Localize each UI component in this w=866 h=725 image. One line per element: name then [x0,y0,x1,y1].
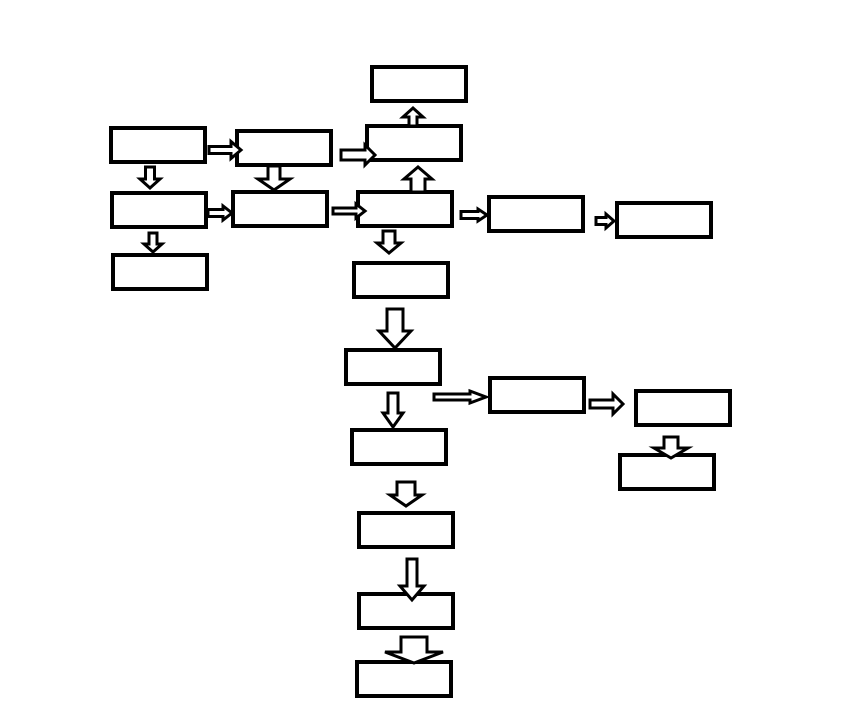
arrow-down-icon [380,391,406,430]
flowchart-box-left-2 [110,191,208,229]
arrow-down-icon [375,307,415,351]
flowchart-box-branch-2 [634,389,732,427]
flowchart-box-right-1 [487,195,585,233]
arrow-down-icon [396,557,428,603]
flowchart-box-chain-6 [355,660,453,698]
arrow-down-icon [140,231,166,255]
arrow-right-icon [331,200,368,222]
arrow-right-icon [594,210,617,232]
flowchart-box-left-1 [109,126,207,164]
flowchart-box-branch-1 [488,376,586,414]
arrow-down-icon [648,435,694,460]
arrow-down-icon [372,229,406,255]
flowchart-box-center [356,190,454,228]
flowchart-box-chain-5 [357,592,455,630]
flowchart-box-left-3 [111,253,209,291]
arrow-down-icon [136,165,164,191]
flowchart-box-chain-4 [357,511,455,549]
flowchart-box-upper-mid [365,124,463,162]
flowchart-box-mid-1 [235,129,333,167]
flowchart-box-chain-2 [344,348,442,386]
flowchart-box-branch-3 [618,453,716,491]
flowchart-box-top [370,65,468,103]
arrow-right-icon [207,138,244,162]
arrow-up-icon [399,105,427,128]
arrow-right-icon [206,202,235,224]
arrow-right-icon [432,388,491,406]
flowchart-box-chain-1 [352,261,450,299]
flowchart-box-right-2 [615,201,713,239]
flowchart-box-chain-3 [350,428,448,466]
arrow-right-icon [339,141,378,169]
flowchart-box-mid-2 [231,190,329,228]
arrow-right-icon [459,206,490,224]
arrow-up-icon [399,165,437,194]
arrow-down-icon [253,164,295,192]
arrow-down-icon [384,635,444,665]
arrow-right-icon [588,390,626,418]
arrow-down-icon [385,480,427,508]
